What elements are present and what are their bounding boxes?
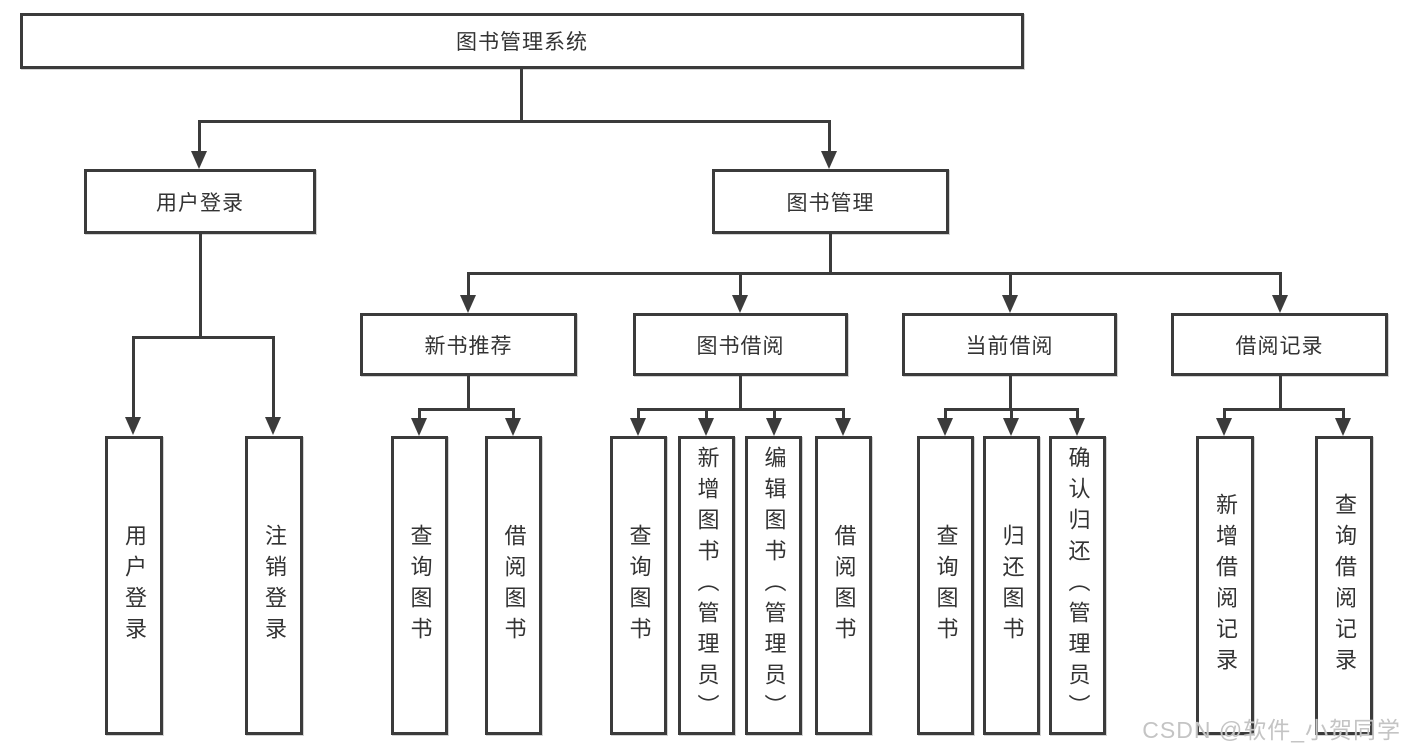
leaf-label: 查询借阅记录: [1332, 492, 1357, 679]
connector-drop-leaf: [132, 336, 135, 419]
leaf-query-borrow-record: 查询借阅记录: [1315, 436, 1373, 735]
connector-book-management-rail: [467, 272, 1281, 275]
leaf-query-books-3: 查询图书: [917, 436, 974, 735]
connector-drop-leaf: [1342, 408, 1345, 422]
leaf-label: 用户登录: [122, 523, 147, 648]
connector-drop-section: [1279, 272, 1282, 298]
connector-drop-leaf: [944, 408, 947, 422]
connector-section-stem: [1279, 376, 1282, 409]
connector-drop-section: [739, 272, 742, 298]
leaf-query-books-1: 查询图书: [391, 436, 448, 735]
connector-section-stem: [467, 376, 470, 409]
leaf-query-books-2: 查询图书: [610, 436, 667, 735]
connector-drop-section: [1009, 272, 1012, 298]
arrowhead-icon: [937, 418, 953, 436]
connector-drop-leaf: [1223, 408, 1226, 422]
arrowhead-icon: [411, 418, 427, 436]
connector-drop-leaf: [773, 408, 776, 422]
connector-user-login-stem: [199, 233, 202, 336]
connector-drop-leaf: [637, 408, 640, 422]
leaf-label: 借阅图书: [501, 523, 527, 648]
arrowhead-icon: [1003, 418, 1019, 436]
node-book-borrowing: 图书借阅: [633, 313, 848, 376]
connector-section-stem: [1009, 376, 1012, 409]
arrowhead-icon: [821, 151, 837, 169]
arrowhead-icon: [265, 417, 281, 435]
leaf-logout: 注销登录: [245, 436, 303, 735]
connector-drop-leaf: [1076, 408, 1079, 422]
connector-drop-leaf: [418, 408, 421, 422]
connector-drop-leaf: [272, 336, 275, 419]
leaf-label: 查询图书: [933, 523, 959, 648]
connector-drop-leaf: [842, 408, 845, 422]
node-borrowing-records: 借阅记录: [1171, 313, 1388, 376]
arrowhead-icon: [1069, 418, 1085, 436]
connector-drop-user-login: [198, 120, 201, 153]
arrowhead-icon: [505, 418, 521, 436]
arrowhead-icon: [732, 295, 748, 313]
leaf-label: 新增借阅记录: [1213, 492, 1238, 679]
arrowhead-icon: [835, 418, 851, 436]
node-user-login: 用户登录: [84, 169, 316, 234]
leaf-return-books: 归还图书: [983, 436, 1040, 735]
arrowhead-icon: [460, 295, 476, 313]
leaf-add-books-admin: 新增图书（管理员）: [678, 436, 735, 735]
connector-drop-book-management: [828, 120, 831, 153]
leaf-borrow-books-1: 借阅图书: [485, 436, 542, 735]
arrowhead-icon: [698, 418, 714, 436]
leaf-label: 查询图书: [407, 523, 433, 648]
connector-root-rail: [198, 120, 831, 123]
node-new-book-recommendation: 新书推荐: [360, 313, 577, 376]
connector-section-rail: [637, 408, 845, 411]
arrowhead-icon: [125, 417, 141, 435]
csdn-watermark: CSDN @软件_小贺同学: [1142, 717, 1401, 743]
leaf-label: 借阅图书: [831, 523, 857, 648]
leaf-label: 编辑图书（管理员）: [761, 446, 787, 725]
connector-drop-leaf: [1010, 408, 1013, 422]
connector-section-rail: [418, 408, 515, 411]
connector-drop-leaf: [705, 408, 708, 422]
leaf-label: 确认归还（管理员）: [1065, 446, 1091, 725]
connector-section-rail: [1223, 408, 1345, 411]
node-book-management: 图书管理: [712, 169, 949, 234]
leaf-edit-books-admin: 编辑图书（管理员）: [745, 436, 802, 735]
arrowhead-icon: [766, 418, 782, 436]
connector-section-stem: [739, 376, 742, 409]
leaf-label: 新增图书（管理员）: [694, 446, 720, 725]
arrowhead-icon: [191, 151, 207, 169]
arrowhead-icon: [1002, 295, 1018, 313]
leaf-confirm-return-admin: 确认归还（管理员）: [1049, 436, 1106, 735]
leaf-borrow-books-2: 借阅图书: [815, 436, 872, 735]
connector-drop-leaf: [512, 408, 515, 422]
arrowhead-icon: [1335, 418, 1351, 436]
leaf-label: 查询图书: [626, 523, 652, 648]
connector-book-management-stem: [829, 233, 832, 274]
arrowhead-icon: [1216, 418, 1232, 436]
arrowhead-icon: [1272, 295, 1288, 313]
connector-drop-section: [467, 272, 470, 298]
connector-user-login-rail: [132, 336, 274, 339]
leaf-add-borrow-record: 新增借阅记录: [1196, 436, 1254, 735]
connector-root-stem: [520, 69, 523, 120]
node-current-borrowing: 当前借阅: [902, 313, 1117, 376]
node-root: 图书管理系统: [20, 13, 1024, 69]
leaf-label: 归还图书: [999, 523, 1025, 648]
leaf-label: 注销登录: [262, 523, 287, 648]
leaf-user-login: 用户登录: [105, 436, 163, 735]
arrowhead-icon: [630, 418, 646, 436]
